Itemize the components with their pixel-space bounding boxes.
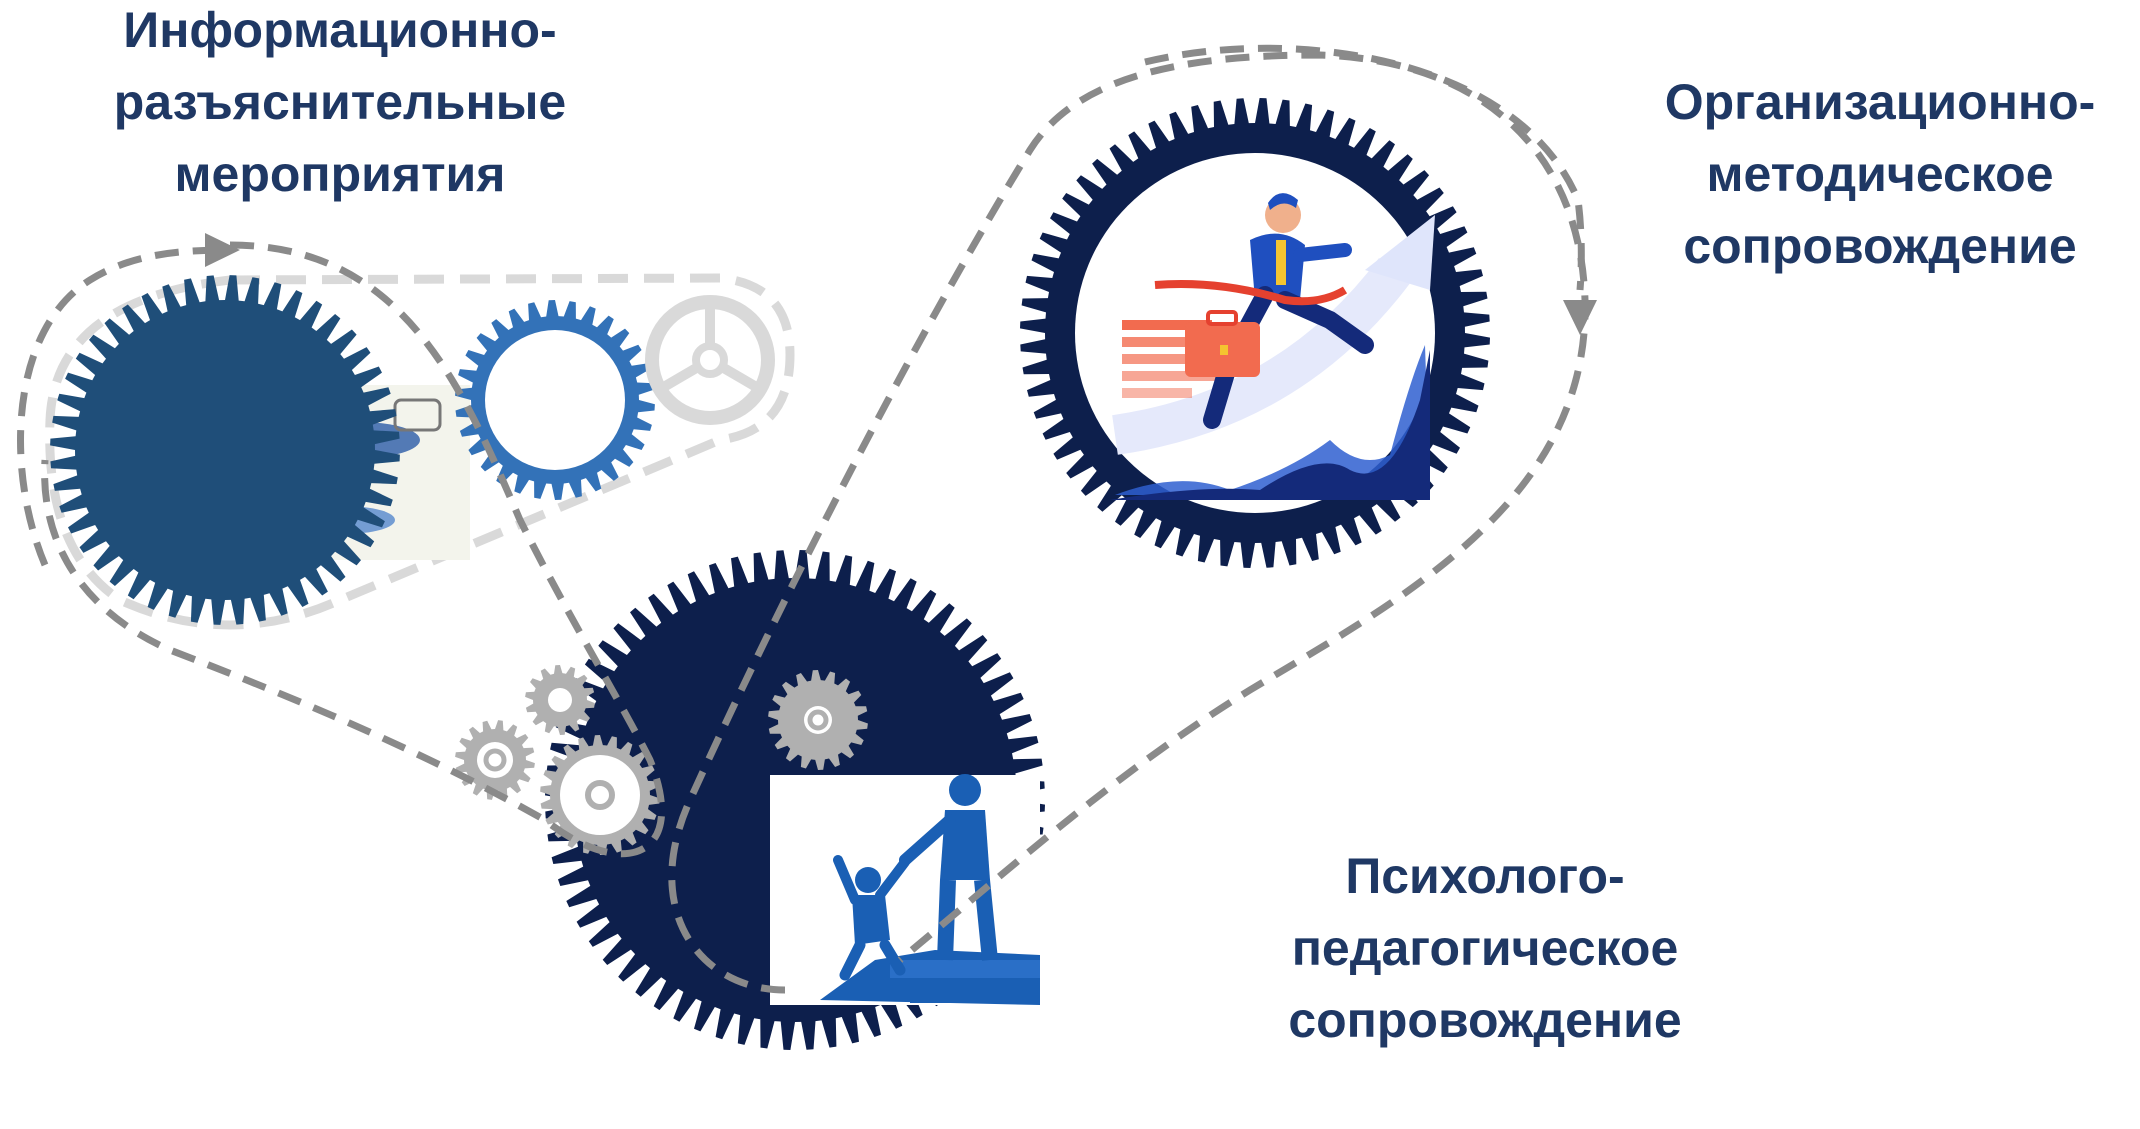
label-info-line-1: Информационно- xyxy=(123,2,557,58)
gear-body xyxy=(50,275,400,625)
gear-icon xyxy=(540,735,660,855)
label-psy-line-2: педагогическое xyxy=(1291,920,1679,976)
gear-hole xyxy=(100,325,350,575)
label-org-line-1: Организационно- xyxy=(1664,74,2096,130)
gear-hole xyxy=(477,742,513,778)
gear-info-medium xyxy=(455,300,655,500)
label-org-support: Организационно- методическое сопровожден… xyxy=(1620,66,2140,282)
business-runner-illustration xyxy=(1110,193,1435,500)
label-info-line-3: мероприятия xyxy=(174,146,506,202)
gear-hole xyxy=(485,330,625,470)
label-org-line-2: методическое xyxy=(1706,146,2054,202)
label-psy-line-3: сопровождение xyxy=(1288,992,1682,1048)
gear-hub xyxy=(483,748,507,772)
gear-hub xyxy=(807,709,829,731)
helping-hand-climb-illustration xyxy=(770,774,1040,1005)
gear-info-large xyxy=(50,275,400,625)
gear-icon xyxy=(768,670,868,770)
arrow-info-cycle xyxy=(17,246,231,567)
arrow-org-cycle xyxy=(1144,44,1585,291)
arrow-loop-left xyxy=(41,241,665,858)
wheel-light-gray xyxy=(645,295,775,425)
gear-hole xyxy=(560,755,640,835)
gear-hub xyxy=(585,780,615,810)
label-org-line-3: сопровождение xyxy=(1683,218,2077,274)
gear-icon xyxy=(525,665,595,735)
arrowhead-info xyxy=(205,233,240,267)
gear-hole xyxy=(548,688,572,712)
label-info-line-2: разъяснительные xyxy=(113,74,567,130)
gear-icon xyxy=(455,720,535,800)
label-psy-line-1: Психолого- xyxy=(1345,848,1625,904)
label-info-events: Информационно- разъяснительные мероприят… xyxy=(40,0,640,210)
belt-loop-light xyxy=(45,273,795,630)
label-psy-support: Психолого- педагогическое сопровождение xyxy=(1225,840,1745,1056)
arrowhead-org xyxy=(1563,300,1597,335)
